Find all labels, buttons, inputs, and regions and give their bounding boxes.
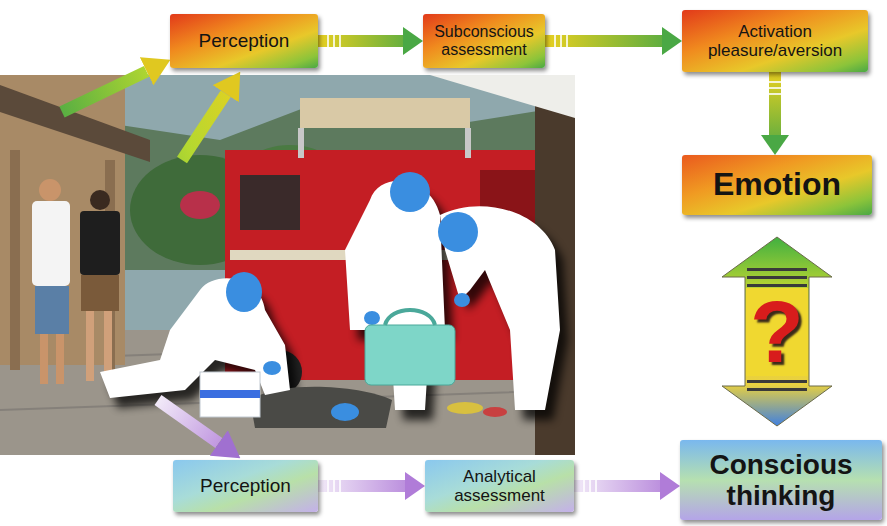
arrow-head — [660, 472, 680, 500]
arrow-stripe — [747, 380, 807, 383]
connector — [574, 472, 680, 500]
leader-arrow — [62, 71, 147, 112]
arrow-stripe — [747, 276, 807, 279]
arrow-stripe — [747, 268, 807, 271]
arrow-stripe — [339, 480, 341, 492]
process-box: Analytical assessment — [425, 460, 574, 512]
arrow-shaft — [318, 35, 403, 47]
arrow-stripe — [769, 87, 781, 89]
arrow-stripe — [566, 35, 568, 47]
arrow-shaft — [545, 35, 662, 47]
result-box: Conscious thinking — [680, 440, 882, 520]
node-text: Conscious thinking — [686, 449, 876, 512]
arrow-stripe — [769, 81, 781, 83]
arrow-stripe — [333, 480, 335, 492]
arrow-head — [403, 27, 423, 55]
arrow-stripe — [595, 480, 597, 492]
node-text: Perception — [200, 475, 291, 496]
connector — [318, 27, 423, 55]
arrow-shaft — [769, 72, 781, 135]
arrow-stripe — [583, 480, 585, 492]
arrow-shaft — [318, 480, 405, 492]
arrow-head — [761, 135, 789, 155]
process-box: Activation pleasure/aversion — [682, 10, 868, 72]
arrow-stripe — [339, 35, 341, 47]
leader-arrow — [158, 400, 219, 443]
node-text: Activation pleasure/aversion — [688, 22, 862, 60]
arrow-stripe — [554, 35, 556, 47]
arrow-stripe — [333, 35, 335, 47]
connector — [761, 72, 789, 155]
connector — [318, 472, 425, 500]
process-box: Perception — [173, 460, 318, 512]
street-photo — [0, 75, 575, 455]
arrow-shaft — [574, 480, 660, 492]
double-arrow — [722, 237, 832, 426]
process-box: Perception — [170, 14, 318, 68]
node-text: Analytical assessment — [431, 467, 568, 505]
node-text: Perception — [199, 30, 290, 51]
arrow-stripe — [327, 35, 329, 47]
edge-label: ? — [746, 288, 808, 376]
arrow-stripe — [589, 480, 591, 492]
node-text: Emotion — [713, 167, 841, 203]
process-box: Subconscious assessment — [423, 14, 545, 68]
arrow-stripe — [769, 93, 781, 95]
arrow-head — [405, 472, 425, 500]
arrow-stripe — [327, 480, 329, 492]
connector — [722, 237, 832, 426]
arrow-stripe — [560, 35, 562, 47]
arrow-stripe — [747, 388, 807, 391]
leader-arrow — [182, 94, 226, 160]
result-box: Emotion — [682, 155, 872, 215]
node-text: Subconscious assessment — [429, 23, 539, 59]
arrow-head — [662, 27, 682, 55]
connector — [545, 27, 682, 55]
